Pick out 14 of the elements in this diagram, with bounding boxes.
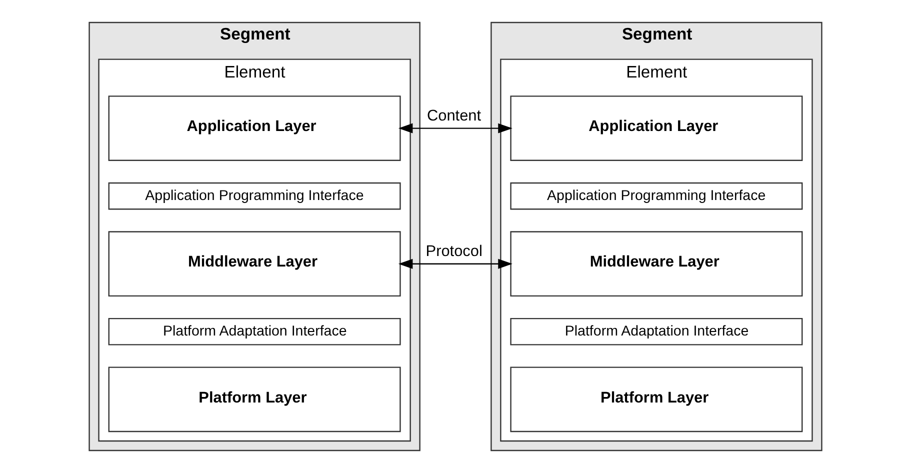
node-box: Middleware Layer — [108, 231, 400, 297]
arrow — [398, 123, 512, 134]
node-box: Application Layer — [108, 96, 400, 161]
node-box: Platform Layer — [108, 366, 400, 432]
node-box: Application Programming Interface — [510, 182, 802, 210]
arrow — [398, 258, 512, 269]
node-box: Application Layer — [510, 96, 802, 161]
edge-label: Protocol — [425, 243, 482, 260]
edge-label: Content — [426, 107, 481, 124]
node-box: Platform Layer — [510, 366, 802, 432]
node-box: Middleware Layer — [510, 231, 802, 297]
node-box: Platform Adaptation Interface — [510, 318, 802, 346]
node-box: Application Programming Interface — [108, 182, 400, 210]
node-box: Platform Adaptation Interface — [108, 318, 400, 346]
